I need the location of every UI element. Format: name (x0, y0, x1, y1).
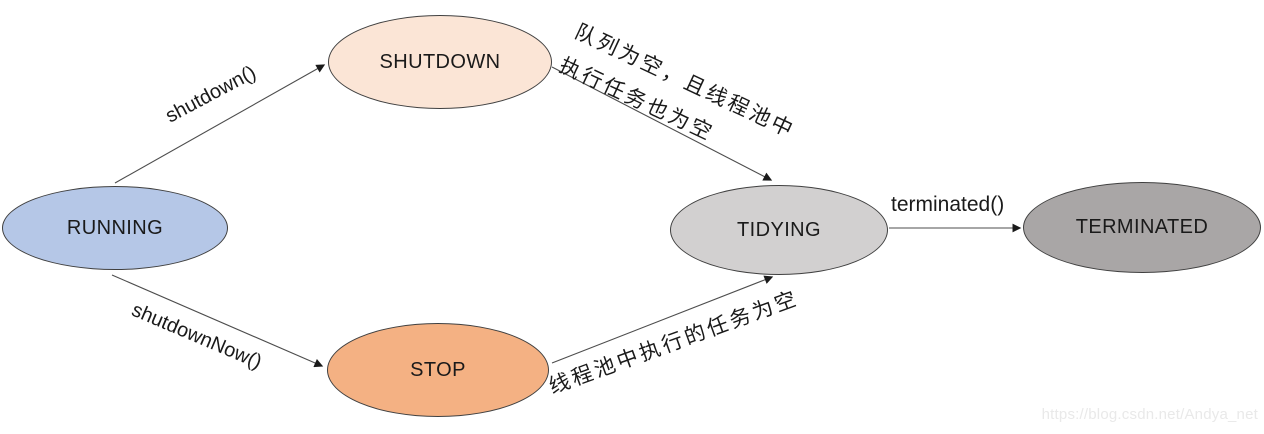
csdn-watermark: https://blog.csdn.net/Andya_net (1041, 406, 1258, 423)
node-shutdown-label: SHUTDOWN (379, 50, 501, 73)
edge-running-to-stop (111, 274, 324, 368)
node-running-label: RUNNING (66, 216, 164, 239)
node-stop-label: STOP (410, 358, 466, 381)
edge-stop-to-tidying (551, 275, 774, 364)
edge-shutdown-to-tidying (551, 66, 773, 181)
node-terminated: TERMINATED (1023, 182, 1261, 273)
node-shutdown: SHUTDOWN (328, 15, 552, 109)
node-terminated-label: TERMINATED (1075, 216, 1209, 238)
node-tidying-label: TIDYING (737, 218, 821, 241)
node-running: RUNNING (2, 186, 228, 270)
node-tidying: TIDYING (670, 185, 888, 275)
node-stop: STOP (327, 323, 549, 417)
edge-running-to-shutdown (114, 64, 326, 184)
edge-label-terminated-call: terminated() (891, 193, 1005, 216)
